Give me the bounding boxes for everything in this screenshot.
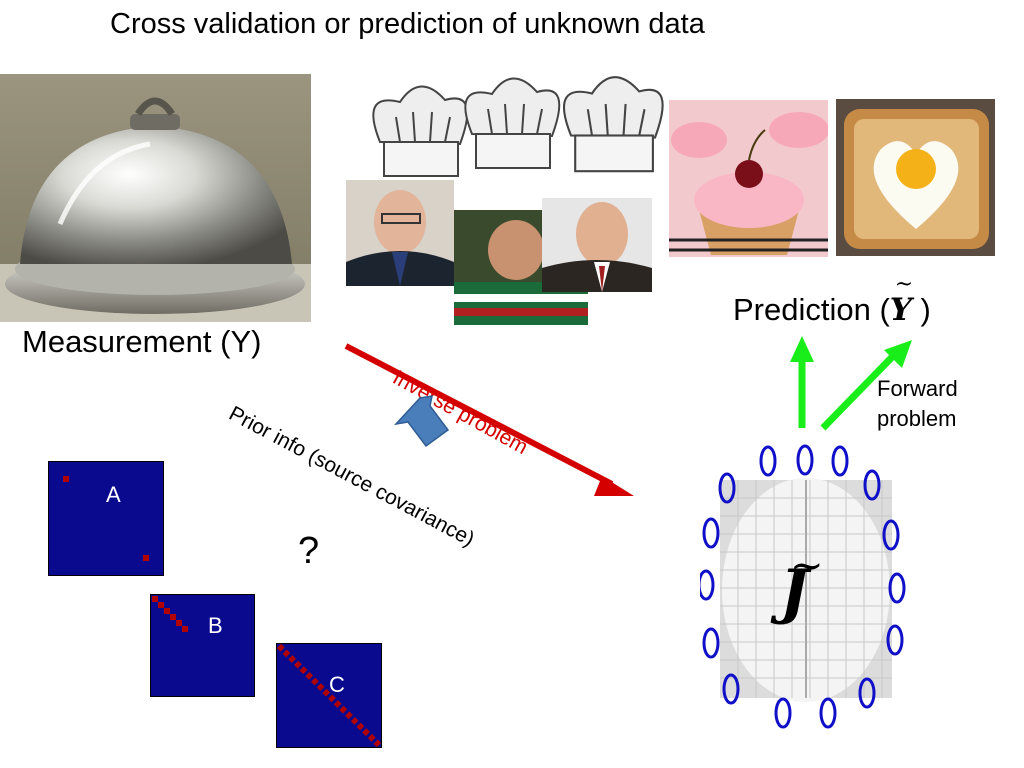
source-tilde: ~ [790,536,824,596]
matrix-b-dot [182,626,188,632]
sensor [798,446,812,474]
forward-arrow-up-head [790,336,814,362]
matrix-a: A [48,461,164,576]
inverse-arrow [346,346,612,484]
sensor [776,699,790,727]
matrix-a-dot [143,555,149,561]
matrix-c: C [276,643,382,748]
matrix-b-label: B [208,613,223,639]
sensor [890,574,904,602]
prior-arrow [396,396,448,446]
matrix-a-label: A [106,482,121,508]
matrix-b: B [150,594,255,697]
source-symbol: ~ J [780,562,808,622]
sensor [821,699,835,727]
sensor [700,571,713,599]
matrix-a-dot [63,476,69,482]
sensor [704,519,718,547]
sensor [833,447,847,475]
sensor [761,447,775,475]
sensor [704,629,718,657]
forward-arrow-diagonal [823,352,897,428]
matrix-c-label: C [329,672,345,698]
